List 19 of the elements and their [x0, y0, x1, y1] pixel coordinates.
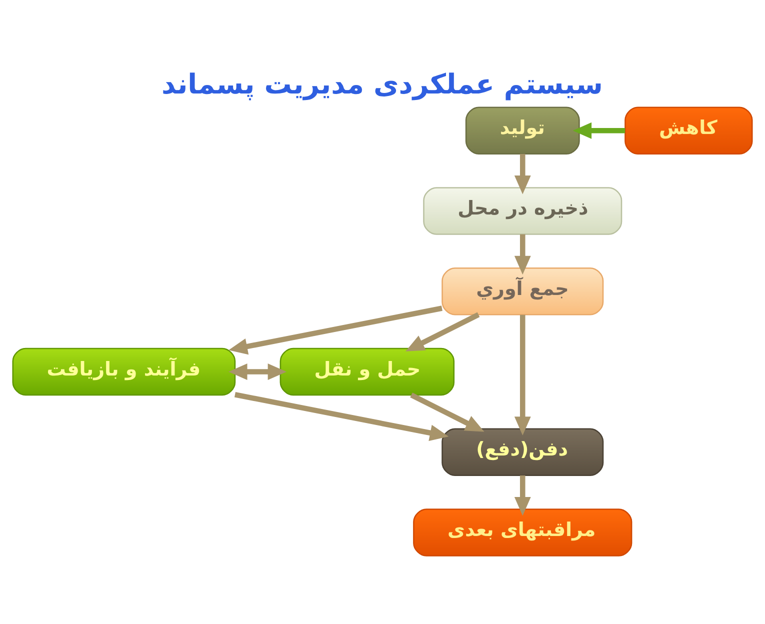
node-box: حمل و نقل: [280, 348, 455, 396]
node-box: کاهش: [624, 106, 753, 155]
diagram-title: سیستم عملکردی مدیریت پسماند: [161, 68, 603, 100]
node-box: جمع آوري: [442, 267, 604, 316]
node-box: فرآیند و بازیافت: [12, 348, 236, 396]
node-box: تولید: [465, 106, 580, 155]
node-box: ذخیره در محل: [423, 187, 622, 235]
arrow: [514, 314, 531, 436]
arrow: [514, 234, 531, 275]
arrow: [234, 392, 449, 441]
arrow: [406, 312, 480, 352]
arrow: [514, 154, 531, 194]
node-box: دفن(دفع): [442, 428, 604, 476]
node-box: مراقبتهای بعدی: [413, 508, 632, 556]
arrow: [410, 392, 484, 432]
arrow: [514, 475, 531, 516]
arrow: [228, 364, 287, 380]
arrow: [572, 122, 626, 139]
arrow: [228, 306, 442, 355]
